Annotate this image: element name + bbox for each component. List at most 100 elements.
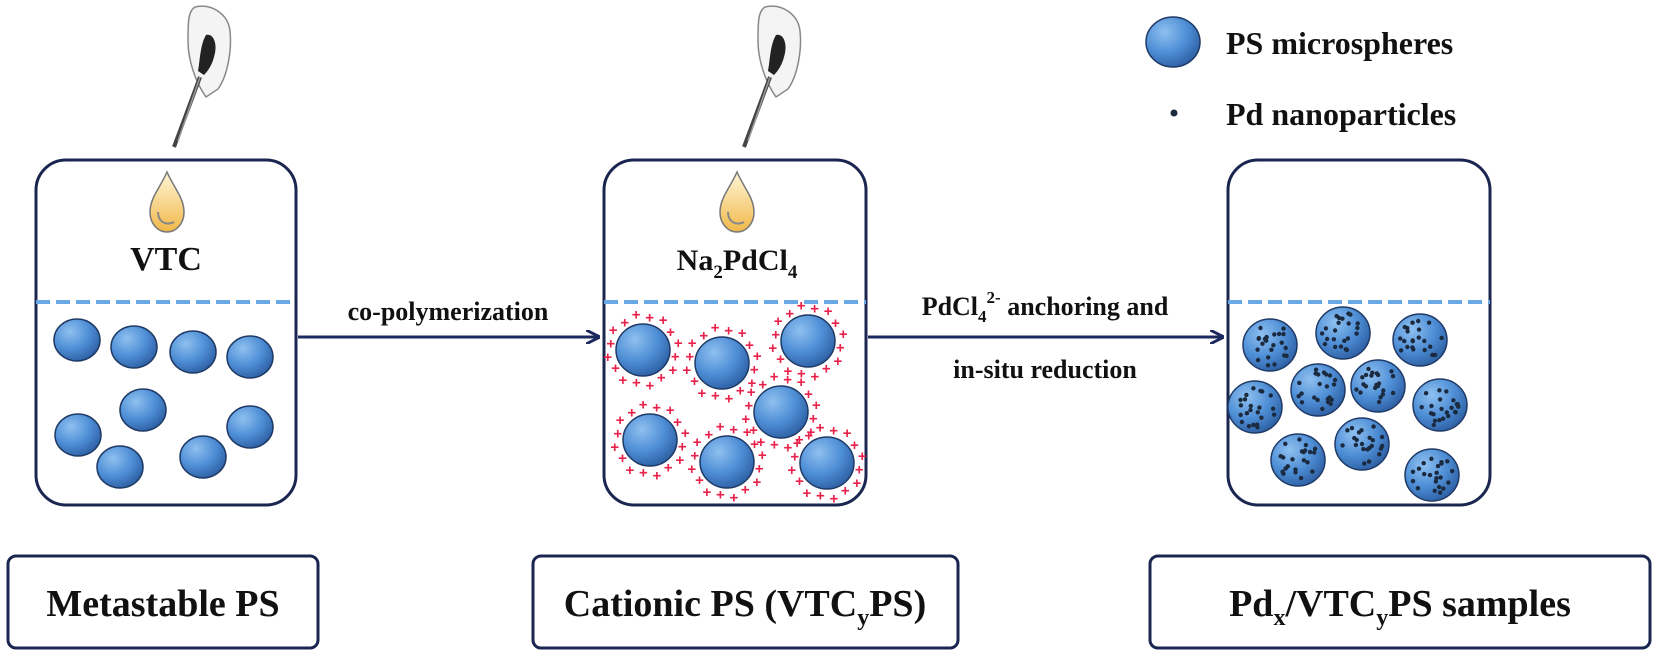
pd-nanoparticle xyxy=(1276,331,1282,337)
pd-nanoparticle xyxy=(1450,468,1455,474)
pd-nanoparticle xyxy=(1303,442,1309,448)
pd-nanoparticle xyxy=(1421,461,1426,466)
pd-nanoparticle xyxy=(1284,353,1289,358)
pipette-icon xyxy=(172,5,232,148)
plus-charge: + xyxy=(606,335,615,352)
pd-nanoparticle xyxy=(1315,397,1320,403)
plus-charge: + xyxy=(729,422,738,439)
plus-charge: + xyxy=(619,372,628,389)
pd-nanoparticle xyxy=(1422,338,1427,344)
pd-nanoparticle xyxy=(1244,411,1250,416)
pipette-icon xyxy=(742,5,802,148)
plus-charge: + xyxy=(831,315,840,332)
pd-nanoparticle xyxy=(1371,424,1376,429)
plus-charge: + xyxy=(850,437,859,454)
pd-nanoparticle xyxy=(1390,374,1396,379)
pd-nanoparticle xyxy=(1355,321,1360,326)
pd-nanoparticle xyxy=(1353,442,1359,448)
pd-nanoparticle xyxy=(1437,418,1442,423)
pd-nanoparticle xyxy=(1362,461,1367,466)
pd-nanoparticle xyxy=(1312,446,1318,451)
label-box-cationic xyxy=(531,554,960,650)
container-pd-samples xyxy=(1226,158,1492,507)
plus-charge: + xyxy=(809,411,818,428)
plus-charge: + xyxy=(666,324,675,341)
legend-microsphere-icon xyxy=(1145,16,1201,68)
pd-nanoparticle xyxy=(1449,405,1454,410)
label-box-metastable xyxy=(6,554,320,650)
pd-nanoparticle xyxy=(1361,446,1366,452)
plus-charge: + xyxy=(758,447,767,464)
plus-charge: + xyxy=(816,420,825,437)
pd-nanoparticle xyxy=(1331,337,1337,342)
pd-nanoparticle xyxy=(1367,435,1372,440)
pd-nanoparticle xyxy=(1444,410,1450,415)
plus-charge: + xyxy=(745,337,754,354)
pd-nanoparticle xyxy=(1305,460,1310,465)
pd-nanoparticle xyxy=(1281,326,1286,331)
plus-charge: + xyxy=(770,436,779,453)
plus-charge: + xyxy=(664,460,673,477)
ps-microsphere xyxy=(179,435,227,479)
plus-charge: + xyxy=(736,383,745,400)
pd-nanoparticle xyxy=(1266,355,1271,360)
pd-nanoparticle xyxy=(1323,326,1329,331)
pd-nanoparticle xyxy=(1344,347,1350,353)
plus-charge: + xyxy=(853,475,862,492)
pd-nanoparticle xyxy=(1354,437,1359,443)
pd-nanoparticle xyxy=(1376,399,1382,405)
pd-nanoparticle xyxy=(1405,325,1410,331)
pd-nanoparticle xyxy=(1327,373,1333,378)
pd-nanoparticle xyxy=(1354,387,1359,392)
reagent-na2pdcl4: Na2PdCl4 xyxy=(677,244,798,283)
plus-charge: + xyxy=(804,428,813,445)
pd-nanoparticle xyxy=(1312,395,1317,400)
ps-microsphere xyxy=(780,314,836,368)
pd-nanoparticle xyxy=(1398,348,1404,353)
plus-charge: + xyxy=(776,351,785,368)
pd-nanoparticle xyxy=(1438,475,1443,480)
pd-nanoparticle xyxy=(1438,490,1443,495)
plus-charge: + xyxy=(610,439,619,456)
plus-charge: + xyxy=(698,385,707,402)
pd-nanoparticle xyxy=(1325,396,1331,402)
pd-nanoparticle xyxy=(1415,486,1421,491)
pd-nanoparticle xyxy=(1299,391,1304,396)
pd-nanoparticle xyxy=(1254,422,1260,427)
pd-nanoparticle xyxy=(1279,340,1284,345)
plus-charge: + xyxy=(790,448,799,465)
pd-nanoparticle xyxy=(1360,375,1365,380)
pd-nanoparticle xyxy=(1369,373,1374,378)
ps-microsphere xyxy=(1290,363,1346,417)
container-cationic-ps xyxy=(602,158,868,507)
pd-nanoparticle xyxy=(1366,366,1371,372)
pd-nanoparticle xyxy=(1338,344,1344,349)
pd-nanoparticle xyxy=(1260,389,1265,394)
pd-nanoparticle xyxy=(1270,406,1276,411)
pd-nanoparticle xyxy=(1416,466,1422,471)
pd-nanoparticle xyxy=(1381,388,1386,393)
ps-microsphere xyxy=(622,413,678,467)
pd-nanoparticle xyxy=(1439,406,1444,412)
pd-nanoparticle xyxy=(1379,434,1385,440)
pd-nanoparticle xyxy=(1431,422,1437,428)
pd-nanoparticle xyxy=(1301,458,1307,463)
plus-charge: + xyxy=(784,363,793,380)
plus-charge: + xyxy=(829,423,838,440)
ps-microsphere xyxy=(1242,318,1298,372)
plus-charge: + xyxy=(803,485,812,502)
arrow-step2-label: PdCl42- anchoring and xyxy=(922,288,1169,326)
plus-charge: + xyxy=(774,313,783,330)
pd-nanoparticle xyxy=(1271,412,1277,417)
plus-charge: + xyxy=(836,340,845,357)
pd-nanoparticle xyxy=(1313,371,1318,376)
cationic-spheres-group: ++++++++++++++++++++++++++++++++++++++++… xyxy=(603,298,867,508)
pd-nanoparticle xyxy=(1410,478,1416,484)
pd-nanoparticle xyxy=(1238,412,1243,418)
plus-charge: + xyxy=(716,486,725,503)
pd-nanoparticle xyxy=(1439,461,1444,466)
pd-nanoparticle xyxy=(1322,341,1328,347)
pd-nanoparticle xyxy=(1297,380,1302,386)
pd-nanoparticle xyxy=(1428,344,1433,349)
pd-nanoparticle xyxy=(1248,403,1254,409)
